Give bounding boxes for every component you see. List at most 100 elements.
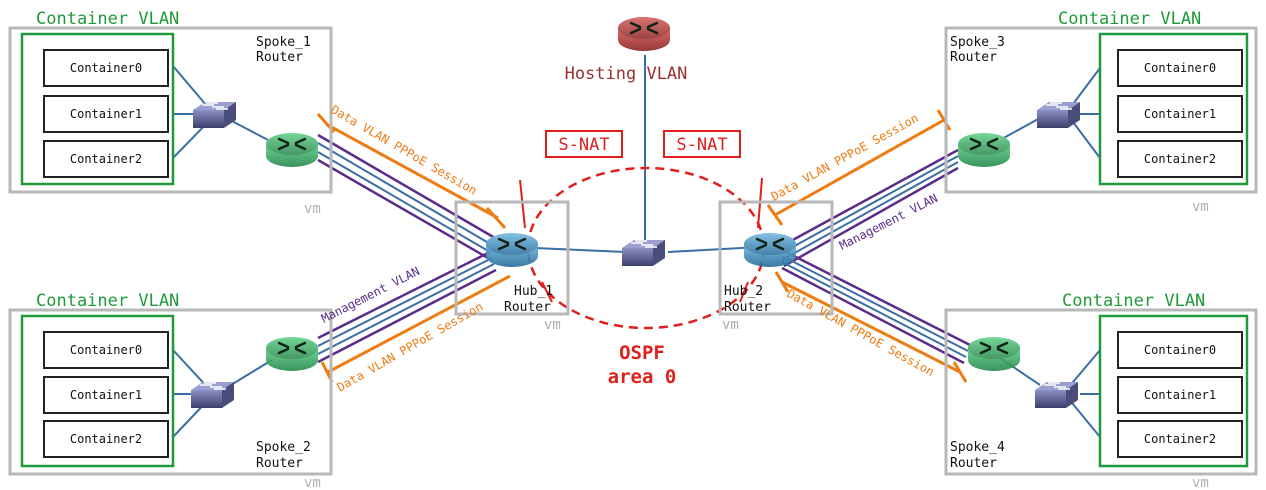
spoke-3-router-label-2: Router [950,50,997,65]
snat-box-2 [663,130,741,158]
spoke-2-vm-box [8,308,333,476]
spoke-3-container-0-label: Container0 [1144,61,1216,75]
link-vlan-switch-3b [1069,117,1101,159]
hub-1-vm-label: vm [544,317,561,333]
spoke-1-vm-label: vm [304,201,321,217]
spoke-4-group: Container VLAN Container0 Container1 Con… [944,291,1258,490]
spoke-3-container-0[interactable] [1117,49,1243,87]
spoke-2-container-2[interactable] [43,420,169,458]
link-mgmt-s3b [783,166,959,268]
hub-1-label-1: Hub_1 [514,284,553,299]
link-mgmt-s2 [317,250,491,340]
spoke-1-router-label-1: Spoke_1 [256,35,311,50]
spoke-2-container-0[interactable] [43,331,169,369]
spoke-3-container-2-label: Container2 [1144,152,1216,166]
hub-2-group: Hub_2 Router vm [718,200,834,333]
spoke-3-container-2[interactable] [1117,140,1243,178]
router-icon[interactable] [966,335,1022,373]
link-blue-s1a [317,142,493,246]
spoke-4-vm-box [944,308,1258,476]
switch-icon[interactable] [192,101,237,129]
spoke-2-vm-label: vm [304,475,321,490]
spoke-3-container-1[interactable] [1117,95,1243,133]
hub-1-vm-box [454,200,570,316]
link-mgmt-s1 [317,133,496,240]
link-blue-s2a [317,257,493,347]
spoke-1-container-2[interactable] [43,140,169,178]
link-blue-s2b [317,263,495,355]
link-blue-s4b [781,261,967,358]
spoke-4-container-1-label: Container1 [1144,388,1216,402]
link-mgmt-s2b [317,268,497,364]
spoke-2-router-label-1: Spoke_2 [256,440,311,455]
spoke-2-container-2-label: Container2 [70,432,142,446]
spoke-4-container-1[interactable] [1117,376,1243,414]
spoke-3-group: Container VLAN Container0 Container1 Con… [944,9,1258,215]
router-icon[interactable] [616,15,672,53]
router-icon[interactable] [264,335,320,373]
spoke-2-vlan-title: Container VLAN [36,291,179,311]
spoke-2-container-1-label: Container1 [70,388,142,402]
link-data-cap-s3b [766,204,784,226]
spoke-3-vlan-title: Container VLAN [1058,9,1201,29]
spoke-3-vm-label: vm [1192,199,1209,215]
spoke-4-vlan-title: Container VLAN [1062,291,1205,311]
switch-icon[interactable] [1036,101,1081,129]
link-blue-s1b [317,151,491,253]
hub-1-group: Hub_1 Router vm [454,200,570,333]
spoke-4-container-0[interactable] [1117,331,1243,369]
router-icon[interactable] [484,231,540,269]
spoke-1-container-0-label: Container0 [70,61,142,75]
snat-marker-1 [519,179,526,229]
switch-icon[interactable] [190,381,235,409]
switch-icon[interactable] [621,239,666,267]
link-vlan-switch-3 [1069,67,1101,109]
spoke-3-vm-box [944,26,1258,194]
link-switch-router-1 [229,119,269,141]
link-data-pppoe-s4 [781,280,961,374]
router-icon[interactable] [264,131,320,169]
hub-2-vm-label: vm [722,317,739,333]
spoke-1-vm-box [8,26,333,194]
data-pppoe-label-s4: Data VLAN PPPoE Session [785,286,937,379]
link-data-cap-s1b [485,206,507,230]
ospf-label-1: OSPF [619,342,665,364]
hub-2-label-1: Hub_2 [724,284,763,299]
link-mgmt-s1b [317,158,489,260]
snat-box-1 [545,130,623,158]
data-pppoe-label-s1: Data VLAN PPPoE Session [329,102,480,197]
link-blue-s3a [779,155,959,255]
hub-1-label-2: Router [504,300,551,315]
spoke-4-router-label-1: Spoke_4 [950,440,1005,455]
spoke-4-container-2[interactable] [1117,420,1243,458]
snat-label-2: S-NAT [676,135,727,155]
switch-icon[interactable] [1034,381,1079,409]
spoke-2-router-label-2: Router [256,456,303,471]
spoke-3-router-label-1: Spoke_3 [950,35,1005,50]
spoke-1-container-0[interactable] [43,49,169,87]
router-icon[interactable] [742,231,798,269]
link-data-pppoe-s3 [774,118,945,217]
spoke-1-container-2-label: Container2 [70,152,142,166]
spoke-4-router-label-2: Router [950,456,997,471]
link-switch-router-3 [999,117,1041,141]
link-blue-s4a [781,255,969,352]
spoke-2-container-1[interactable] [43,376,169,414]
hub-2-vm-box [718,200,834,316]
ospf-marker-2 [739,281,749,303]
link-blue-s3b [781,161,959,261]
spoke-1-container-1-label: Container1 [70,107,142,121]
snat-label-1: S-NAT [558,135,609,155]
ospf-marker-1 [541,281,553,303]
spoke-1-container-1[interactable] [43,95,169,133]
router-icon[interactable] [956,131,1012,169]
link-data-cap-s3 [936,109,952,131]
link-vlan-switch-4b [1067,397,1101,438]
spoke-4-vm-label: vm [1192,475,1209,490]
link-data-cap-s4b [952,361,968,383]
link-mgmt-s4b [781,266,965,365]
spoke-3-container-1-label: Container1 [1144,107,1216,121]
spoke-1-group: Container VLAN Container0 Container1 Con… [8,9,333,217]
link-vlan-switch-4 [1067,349,1101,389]
